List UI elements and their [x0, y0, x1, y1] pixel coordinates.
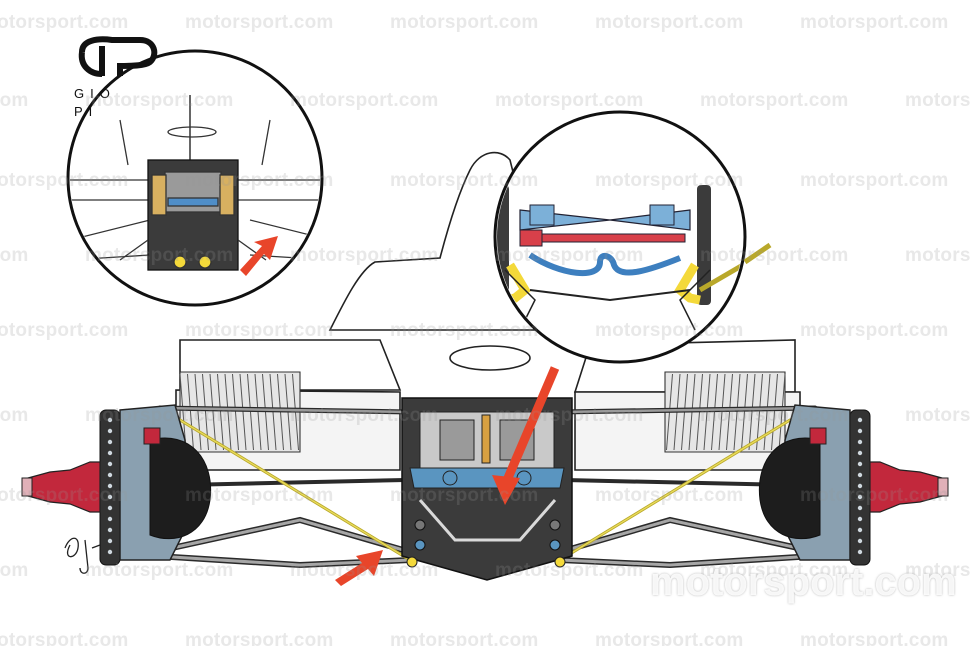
brake-disc-hole — [107, 538, 113, 544]
left-wheel-assembly — [21, 404, 212, 566]
gp-monogram-icon — [78, 36, 158, 77]
top-left-detail-inset — [66, 49, 324, 307]
grille-line — [247, 373, 254, 451]
brake-disc-hole — [107, 549, 113, 555]
grille-line — [232, 373, 239, 451]
grille-line — [771, 373, 778, 451]
inset-arrow-left — [240, 236, 278, 276]
front-bulkhead — [401, 397, 573, 581]
brake-disc-hole — [857, 450, 863, 456]
grille-line — [224, 373, 232, 451]
grille-line — [741, 373, 748, 451]
grille-line — [748, 373, 756, 451]
brake-disc-hole — [857, 549, 863, 555]
suspension-wishbones — [137, 405, 837, 569]
brake-disc-hole — [107, 461, 113, 467]
brake-disc-hole — [857, 516, 863, 522]
brake-disc-hole — [107, 428, 113, 434]
pushrods-highlight — [179, 419, 791, 561]
grille-line — [209, 373, 217, 451]
grille-line — [194, 373, 202, 451]
logo-text-line1: GIO — [74, 86, 116, 101]
brake-disc-hole — [857, 417, 863, 423]
logo-text-line2: PI — [74, 104, 99, 119]
brake-disc-hole — [107, 450, 113, 456]
brake-disc-hole — [857, 538, 863, 544]
brake-disc-hole — [107, 417, 113, 423]
brake-disc-hole — [107, 483, 113, 489]
grille-line — [733, 373, 741, 451]
brake-disc-hole — [857, 494, 863, 500]
arrow-pointer-bottom-left — [335, 550, 383, 586]
brake-disc-hole — [107, 527, 113, 533]
grille-line — [756, 373, 763, 451]
brake-disc-hole — [107, 494, 113, 500]
watermark-large: motorsport.com — [650, 560, 957, 604]
arrow-pointer-diagonal — [492, 366, 560, 505]
brake-disc-hole — [857, 439, 863, 445]
brake-disc-hole — [857, 505, 863, 511]
brake-disc-hole — [107, 472, 113, 478]
grille-line — [778, 373, 786, 451]
brake-disc-hole — [857, 472, 863, 478]
artist-signature — [64, 537, 101, 574]
brake-disc-hole — [107, 516, 113, 522]
brake-disc-hole — [107, 439, 113, 445]
grille-line — [239, 373, 247, 451]
grille-line — [217, 373, 224, 451]
brake-disc-hole — [107, 505, 113, 511]
top-right-detail-inset — [493, 110, 772, 364]
grille-line — [726, 373, 733, 451]
right-wheel-assembly — [758, 404, 949, 566]
grille-line — [763, 373, 771, 451]
brake-disc-hole — [857, 483, 863, 489]
grille-line — [187, 373, 194, 451]
brake-disc-hole — [857, 461, 863, 467]
brake-disc-hole — [857, 527, 863, 533]
grille-line — [718, 373, 726, 451]
brake-disc-hole — [857, 428, 863, 434]
